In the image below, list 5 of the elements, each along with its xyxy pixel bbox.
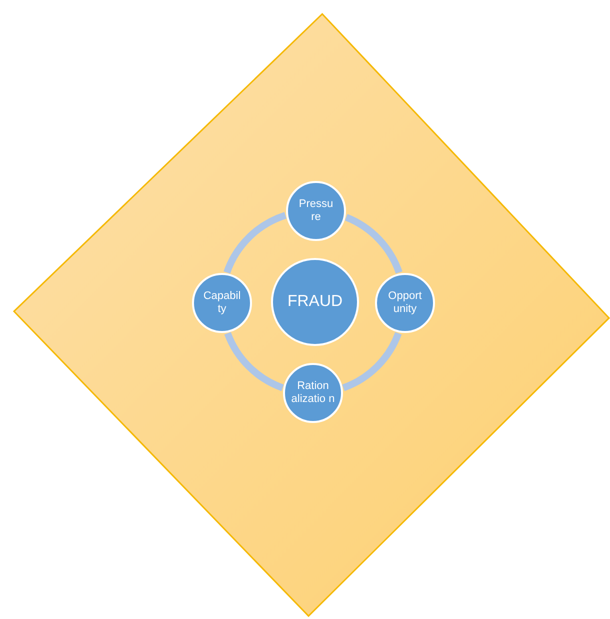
ring-arc	[344, 214, 402, 274]
ring-arc	[342, 332, 402, 392]
ring-arc	[224, 332, 284, 392]
diamond-shape	[13, 13, 610, 617]
ring-arc	[224, 212, 287, 274]
